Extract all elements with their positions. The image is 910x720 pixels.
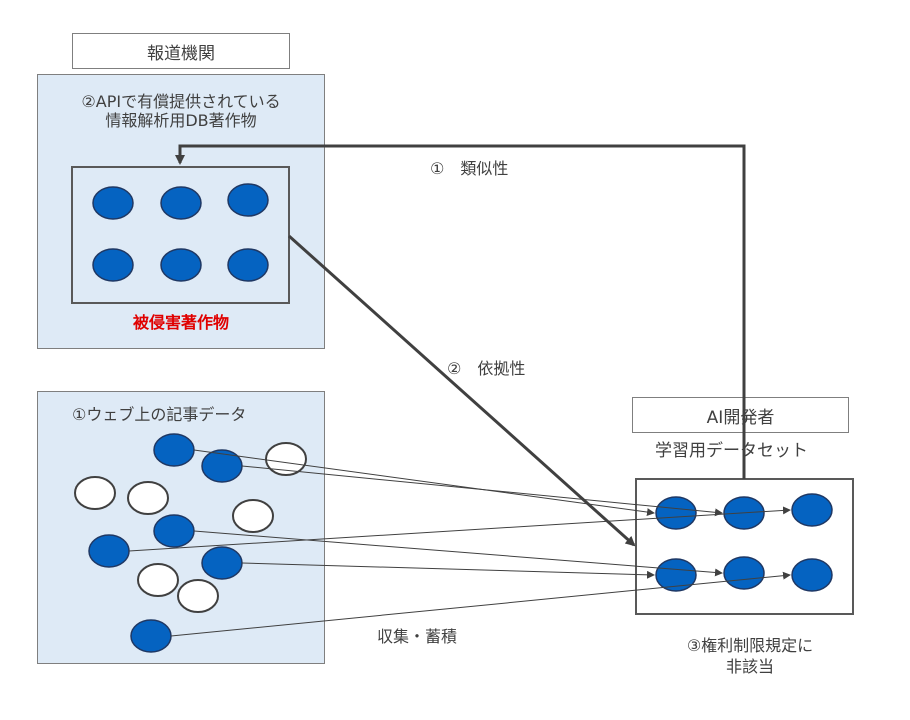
infringed-work-label: 被侵害著作物 [132,313,229,332]
dataset-dot [791,558,833,592]
dataset-dots [655,493,833,592]
publisher-dot [227,248,269,282]
publisher-label: 報道機関 [72,33,290,69]
collected-article-dot [130,619,172,653]
publisher-dots [92,183,269,282]
collected-article-dot [88,534,130,568]
collection-arrow [193,449,655,517]
collection-arrow [193,530,723,577]
exemption-line1: ③権利制限規定に [686,636,814,655]
publisher-dot [92,186,134,220]
publisher-panel-title-line2: 情報解析用DB著作物 [105,111,257,130]
article-dot [265,442,307,476]
collected-article-dot [201,449,243,483]
publisher-dot [92,248,134,282]
dataset-dot [655,558,697,592]
collection-label: 収集・蓄積 [377,627,458,646]
publisher-panel-title-line1: ②APIで有償提供されている [81,92,281,111]
dataset-dot [655,496,697,530]
article-dot [232,499,274,533]
publisher-db-box [71,166,290,304]
publisher-dot [160,186,202,220]
collection-arrows [128,449,791,637]
dataset-dot [791,493,833,527]
article-dot [74,476,116,510]
similarity-arrow [175,144,746,479]
collected-article-dot [153,433,195,467]
collection-arrow [170,571,791,637]
similarity-label: ① 類似性 [430,159,509,178]
dataset-label: 学習用データセット [655,441,808,461]
web-dots [74,433,307,653]
ai-developer-label: AI開発者 [632,397,849,433]
dependency-label: ② 依拠性 [447,359,526,378]
dataset-dot [723,556,765,590]
collected-article-dot [201,546,243,580]
article-dot [127,481,169,515]
publisher-dot [227,183,269,217]
collection-arrow [128,506,791,552]
dependency-arrow [287,234,636,547]
collected-article-dot [153,514,195,548]
article-dot [137,563,179,597]
article-dot [177,579,219,613]
web-articles-label: ①ウェブ上の記事データ [72,405,247,424]
collection-arrow [241,562,655,579]
collection-arrow [241,465,723,517]
publisher-dot [160,248,202,282]
exemption-line2: 非該当 [725,657,774,676]
